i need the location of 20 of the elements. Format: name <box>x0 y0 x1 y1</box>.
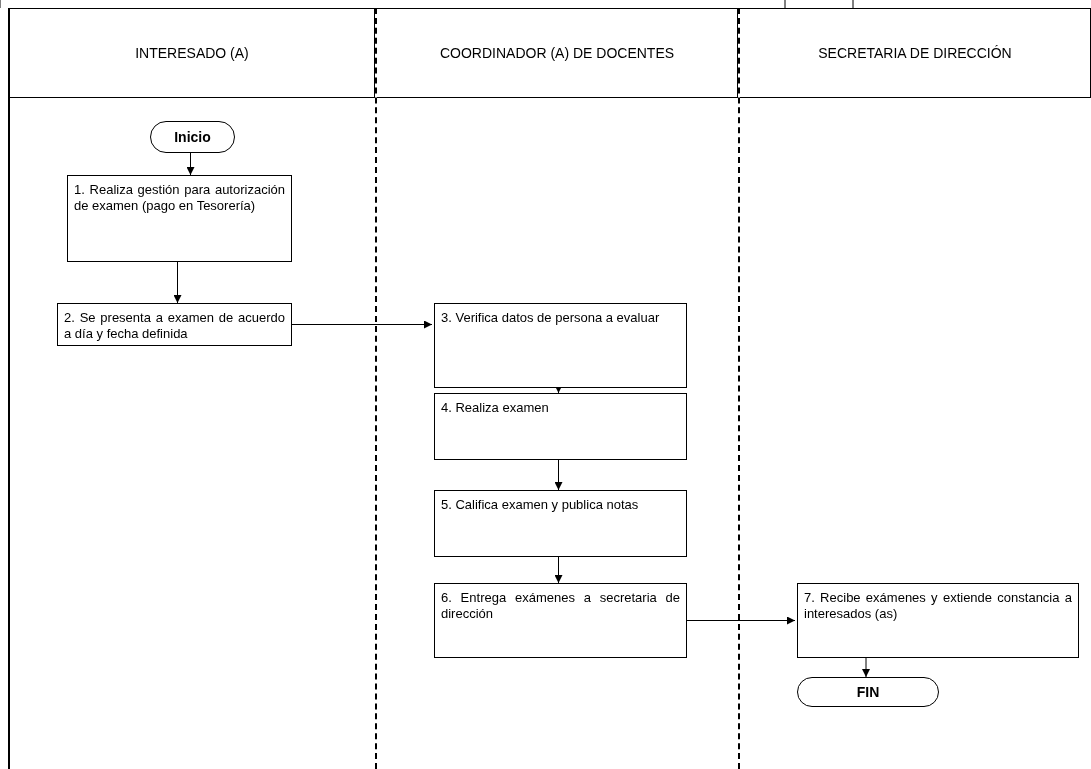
swim-lane <box>738 8 1091 769</box>
arrow <box>862 657 870 678</box>
swim-lane <box>8 8 375 769</box>
arrow <box>173 261 182 304</box>
process-box: 7. Recibe exámenes y extiende constancia a interesados (as) <box>797 583 1079 658</box>
arrow <box>554 459 563 491</box>
swim-lane <box>375 8 738 769</box>
lane-title: COORDINADOR (A) DE DOCENTES <box>439 43 675 63</box>
process-box: 4. Realiza examen <box>434 393 687 460</box>
process-box: 6. Entrega exámenes a secretaria de dirección <box>434 583 687 658</box>
terminator: FIN <box>797 677 939 707</box>
process-box: 1. Realiza gestión para autorización de examen (pago en Tesorería) <box>67 175 292 262</box>
process-box: 2. Se presenta a examen de acuerdo a día y fecha definida <box>57 303 292 346</box>
process-box: 3. Verifica datos de persona a evaluar <box>434 303 687 388</box>
process-box: 5. Califica examen y publica notas <box>434 490 687 557</box>
terminator: Inicio <box>150 121 235 153</box>
arrow <box>554 556 563 584</box>
lane-title: SECRETARIA DE DIRECCIÓN <box>818 43 1012 63</box>
lane-title: INTERESADO (A) <box>135 43 249 63</box>
arrow <box>186 152 195 176</box>
